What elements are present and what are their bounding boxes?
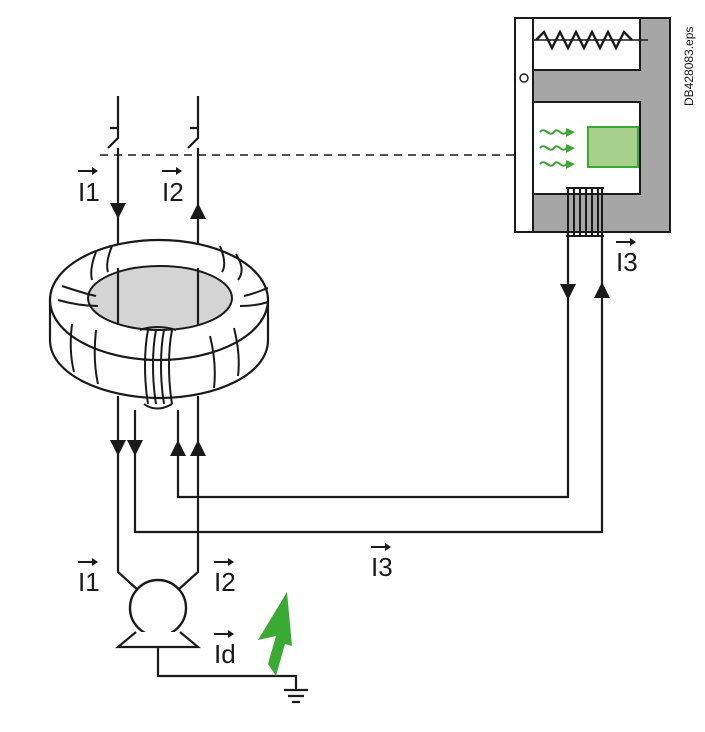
i3-return-arrow bbox=[170, 440, 186, 456]
switch-contacts bbox=[107, 96, 200, 245]
relay-down-arrow bbox=[560, 284, 576, 300]
svg-text:I3: I3 bbox=[371, 552, 393, 582]
svg-text:I2: I2 bbox=[162, 177, 184, 207]
trip-relay bbox=[514, 17, 671, 290]
label-i3-right: I3 bbox=[616, 238, 638, 277]
i1-lower-arrow bbox=[110, 440, 126, 456]
svg-text:I2: I2 bbox=[214, 567, 236, 597]
label-i1-top: I1 bbox=[78, 167, 100, 207]
svg-text:I3: I3 bbox=[616, 247, 638, 277]
fault-lightning-icon bbox=[258, 592, 292, 676]
label-i3-bottom: I3 bbox=[371, 543, 393, 582]
i2-lower-arrow bbox=[190, 440, 206, 456]
svg-text:I1: I1 bbox=[78, 567, 100, 597]
i2-up-arrow bbox=[190, 203, 206, 219]
i3-lower-arrow bbox=[127, 440, 143, 456]
label-i2-bottom: I2 bbox=[214, 558, 236, 597]
label-i2-top: I2 bbox=[162, 167, 184, 207]
drawing-reference: DB428083.eps bbox=[682, 27, 696, 106]
label-id: Id bbox=[214, 630, 236, 669]
svg-text:Id: Id bbox=[214, 639, 236, 669]
i1-down-arrow bbox=[110, 203, 126, 219]
motor-load bbox=[114, 578, 308, 704]
label-i1-bottom: I1 bbox=[78, 558, 100, 597]
svg-text:I1: I1 bbox=[78, 177, 100, 207]
toroid-core bbox=[48, 238, 270, 410]
